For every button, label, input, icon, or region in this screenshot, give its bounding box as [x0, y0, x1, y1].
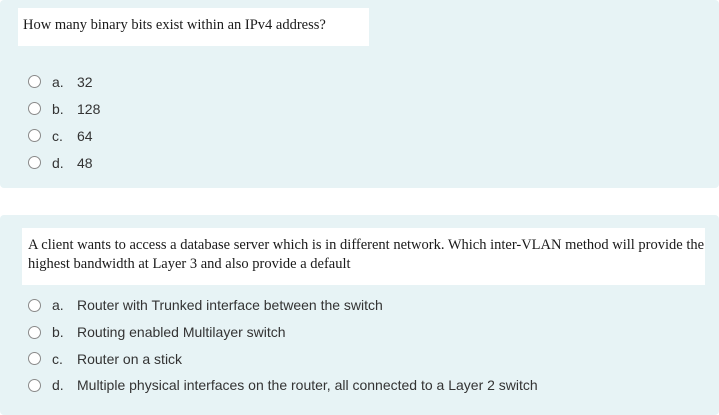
radio-button-icon[interactable]: [28, 325, 41, 339]
question-2-option-a[interactable]: a. Router with Trunked interface between…: [28, 292, 538, 319]
option-letter: d.: [52, 377, 64, 394]
question-1-option-c[interactable]: c. 64: [28, 122, 100, 149]
radio-button-icon[interactable]: [28, 378, 41, 392]
question-2-option-b[interactable]: b. Routing enabled Multilayer switch: [28, 319, 538, 346]
question-2-option-c[interactable]: c. Router on a stick: [28, 345, 538, 372]
question-1-option-a[interactable]: a. 32: [28, 68, 100, 95]
question-1-option-d[interactable]: d. 48: [28, 149, 100, 176]
radio-button-icon[interactable]: [28, 129, 41, 142]
option-label[interactable]: Router on a stick: [77, 350, 183, 367]
option-label[interactable]: Router with Trunked interface between th…: [77, 297, 383, 314]
option-label[interactable]: 32: [77, 73, 93, 90]
question-1-options: a. 32 b. 128 c. 64 d. 48: [28, 68, 100, 176]
question-2-option-d[interactable]: d. Multiple physical interfaces on the r…: [28, 372, 538, 399]
question-2: A client wants to access a database serv…: [0, 215, 719, 415]
option-label[interactable]: Routing enabled Multilayer switch: [77, 324, 286, 341]
question-1-option-b[interactable]: b. 128: [28, 95, 100, 122]
question-1: How many binary bits exist within an IPv…: [0, 0, 719, 188]
option-letter: a.: [52, 297, 64, 314]
option-letter: c.: [52, 350, 63, 367]
option-letter: b.: [52, 100, 64, 117]
question-2-text: A client wants to access a database serv…: [22, 228, 705, 285]
radio-button-icon[interactable]: [28, 102, 41, 115]
question-2-options: a. Router with Trunked interface between…: [28, 292, 538, 399]
option-letter: b.: [52, 324, 64, 341]
option-label[interactable]: 48: [77, 154, 93, 171]
option-letter: a.: [52, 73, 64, 90]
question-1-text: How many binary bits exist within an IPv…: [18, 8, 369, 46]
option-label[interactable]: 128: [77, 100, 101, 117]
radio-button-icon[interactable]: [28, 156, 41, 169]
option-label[interactable]: Multiple physical interfaces on the rout…: [77, 377, 538, 394]
option-letter: d.: [52, 154, 64, 171]
radio-button-icon[interactable]: [28, 298, 41, 312]
option-label[interactable]: 64: [77, 127, 93, 144]
radio-button-icon[interactable]: [28, 75, 41, 88]
radio-button-icon[interactable]: [28, 352, 41, 366]
option-letter: c.: [52, 127, 63, 144]
